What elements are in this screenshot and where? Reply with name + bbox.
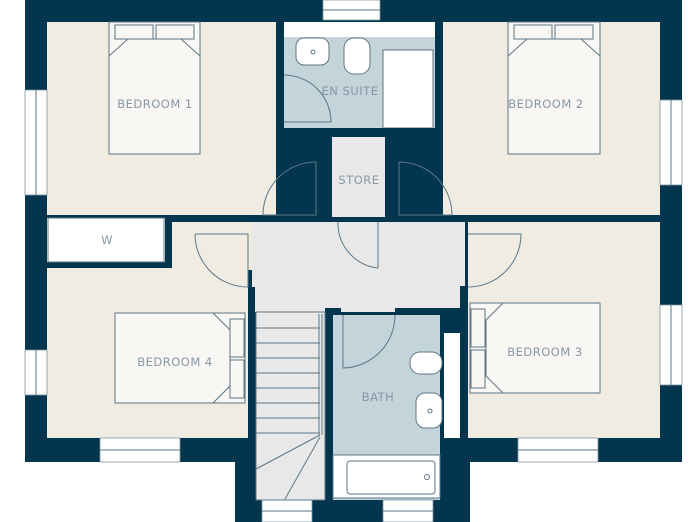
staircase[interactable] [255, 311, 326, 501]
doors[interactable] [194, 74, 522, 369]
shower-tray [382, 49, 434, 129]
stairs-floor [256, 312, 325, 500]
en-suite-shelf [284, 22, 435, 37]
label-bedroom-4: BEDROOM 4 [137, 355, 213, 369]
label-bath: BATH [362, 390, 395, 404]
bath-boxing [444, 333, 460, 438]
bed-bedroom-3 [469, 302, 601, 394]
label-bedroom-1: BEDROOM 1 [117, 97, 193, 111]
landing-floor [172, 222, 252, 270]
store-floor [332, 137, 385, 217]
en-suite-fixtures [295, 37, 371, 75]
bed-bedroom-2 [507, 21, 601, 155]
label-bedroom-2: BEDROOM 2 [508, 97, 584, 111]
label-bedroom-3: BEDROOM 3 [507, 345, 583, 359]
bed-bedroom-4 [114, 312, 246, 404]
label-en-suite: EN SUITE [322, 84, 379, 98]
bed-bedroom-1 [108, 21, 201, 155]
label-store: STORE [338, 173, 379, 187]
label-wardrobe: W [101, 233, 113, 247]
bath-fixtures [332, 351, 443, 499]
wardrobe-area [47, 218, 165, 262]
hall-floor [252, 222, 465, 312]
windows [24, 0, 683, 522]
wardrobe [47, 217, 165, 263]
